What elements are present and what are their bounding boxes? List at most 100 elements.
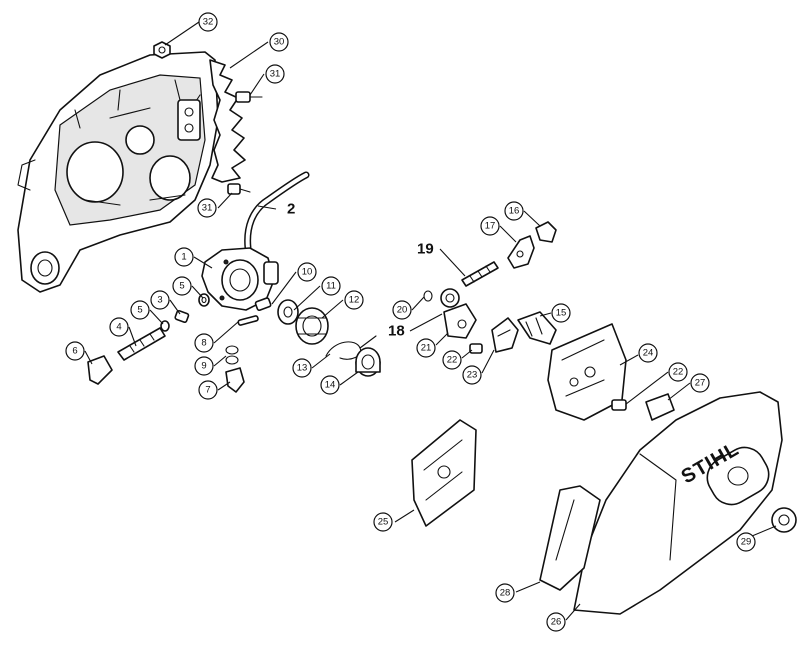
nut-32: [153, 41, 171, 59]
callout-22a: 22: [442, 350, 462, 370]
callout-26: 26: [546, 612, 566, 632]
callout-30: 30: [269, 32, 289, 52]
callout-15: 15: [551, 303, 571, 323]
callout-13: 13: [292, 358, 312, 378]
screw-31-bottom: [227, 183, 251, 195]
svg-text:15: 15: [556, 308, 567, 319]
svg-text:3: 3: [157, 295, 162, 306]
svg-text:5: 5: [137, 305, 142, 316]
callout-25: 25: [373, 512, 393, 532]
callout-10: 10: [297, 262, 317, 282]
svg-text:10: 10: [302, 267, 313, 278]
callout-11: 11: [321, 276, 341, 296]
screw-31-top: [235, 91, 263, 103]
callout-1: 1: [174, 247, 194, 267]
callout-3: 3: [150, 290, 170, 310]
svg-text:6: 6: [72, 346, 77, 357]
callout-29: 29: [736, 532, 756, 552]
nut-29: [771, 507, 797, 533]
gear-18: [440, 288, 460, 308]
valve-7: [225, 367, 245, 393]
callout-12: 12: [344, 290, 364, 310]
svg-text:1: 1: [181, 252, 186, 263]
svg-text:29: 29: [741, 537, 752, 548]
plate-25: [411, 419, 477, 527]
stud-15: [517, 311, 557, 345]
svg-text:27: 27: [695, 378, 706, 389]
screw-22a: [469, 343, 483, 354]
lever-21: [443, 303, 477, 339]
callout-17: 17: [480, 216, 500, 236]
sprocket-cover-26: STIHL: [573, 391, 783, 615]
label-19: 19: [417, 241, 434, 258]
screw-10: [254, 297, 272, 311]
svg-text:26: 26: [551, 617, 562, 628]
screw-3: [174, 309, 190, 323]
callout-21: 21: [416, 338, 436, 358]
svg-text:16: 16: [509, 206, 520, 217]
crankcase-housing: [17, 51, 219, 293]
oil-pump: [201, 247, 279, 311]
callout-32: 32: [198, 12, 218, 32]
callout-5b: 5: [130, 300, 150, 320]
oil-hose: [244, 171, 310, 252]
svg-text:5: 5: [179, 281, 184, 292]
o-rings-9: [225, 345, 239, 365]
svg-text:7: 7: [205, 385, 210, 396]
svg-text:24: 24: [643, 348, 654, 359]
guide-plate-24: [547, 323, 627, 421]
callout-31-top: 31: [265, 64, 285, 84]
bolt-19: [461, 261, 499, 287]
cap-6: [87, 355, 113, 385]
oring-20: [423, 290, 433, 302]
callout-22b: 22: [668, 362, 688, 382]
svg-text:28: 28: [500, 588, 511, 599]
callout-24: 24: [638, 343, 658, 363]
svg-text:25: 25: [378, 517, 389, 528]
svg-text:21: 21: [421, 343, 432, 354]
callout-6: 6: [65, 341, 85, 361]
callout-9: 9: [194, 356, 214, 376]
svg-text:11: 11: [326, 281, 336, 292]
washer-11: [277, 299, 299, 325]
callout-20: 20: [392, 300, 412, 320]
callout-8: 8: [194, 333, 214, 353]
svg-text:32: 32: [203, 17, 214, 28]
svg-text:8: 8: [201, 338, 206, 349]
svg-text:12: 12: [349, 295, 360, 306]
callout-23: 23: [462, 365, 482, 385]
svg-text:31: 31: [202, 203, 213, 214]
svg-text:13: 13: [297, 363, 308, 374]
svg-text:14: 14: [325, 380, 336, 391]
plate-17: [507, 235, 535, 269]
callout-28: 28: [495, 583, 515, 603]
svg-text:31: 31: [270, 69, 281, 80]
gasket: [209, 59, 246, 183]
strip-28: [539, 485, 601, 591]
part-27: [645, 393, 675, 421]
screw-22b: [611, 399, 627, 411]
svg-text:22: 22: [447, 355, 458, 366]
label-18: 18: [388, 323, 405, 340]
bracket-16: [535, 221, 557, 243]
svg-text:17: 17: [485, 221, 496, 232]
svg-text:20: 20: [397, 305, 408, 316]
callout-4: 4: [109, 317, 129, 337]
adjusting-screw-4: [117, 327, 166, 361]
callout-14: 14: [320, 375, 340, 395]
callout-27: 27: [690, 373, 710, 393]
svg-text:4: 4: [116, 322, 121, 333]
callout-5a: 5: [172, 276, 192, 296]
worm-12: [295, 307, 329, 345]
callout-31-bottom: 31: [197, 198, 217, 218]
svg-text:23: 23: [467, 370, 478, 381]
part-23: [491, 317, 519, 353]
svg-text:22: 22: [673, 367, 684, 378]
callout-16: 16: [504, 201, 524, 221]
callout-7: 7: [198, 380, 218, 400]
sleeve-14: [355, 347, 381, 377]
label-2: 2: [287, 201, 295, 218]
svg-text:30: 30: [274, 37, 285, 48]
leader-lines: [84, 21, 777, 621]
